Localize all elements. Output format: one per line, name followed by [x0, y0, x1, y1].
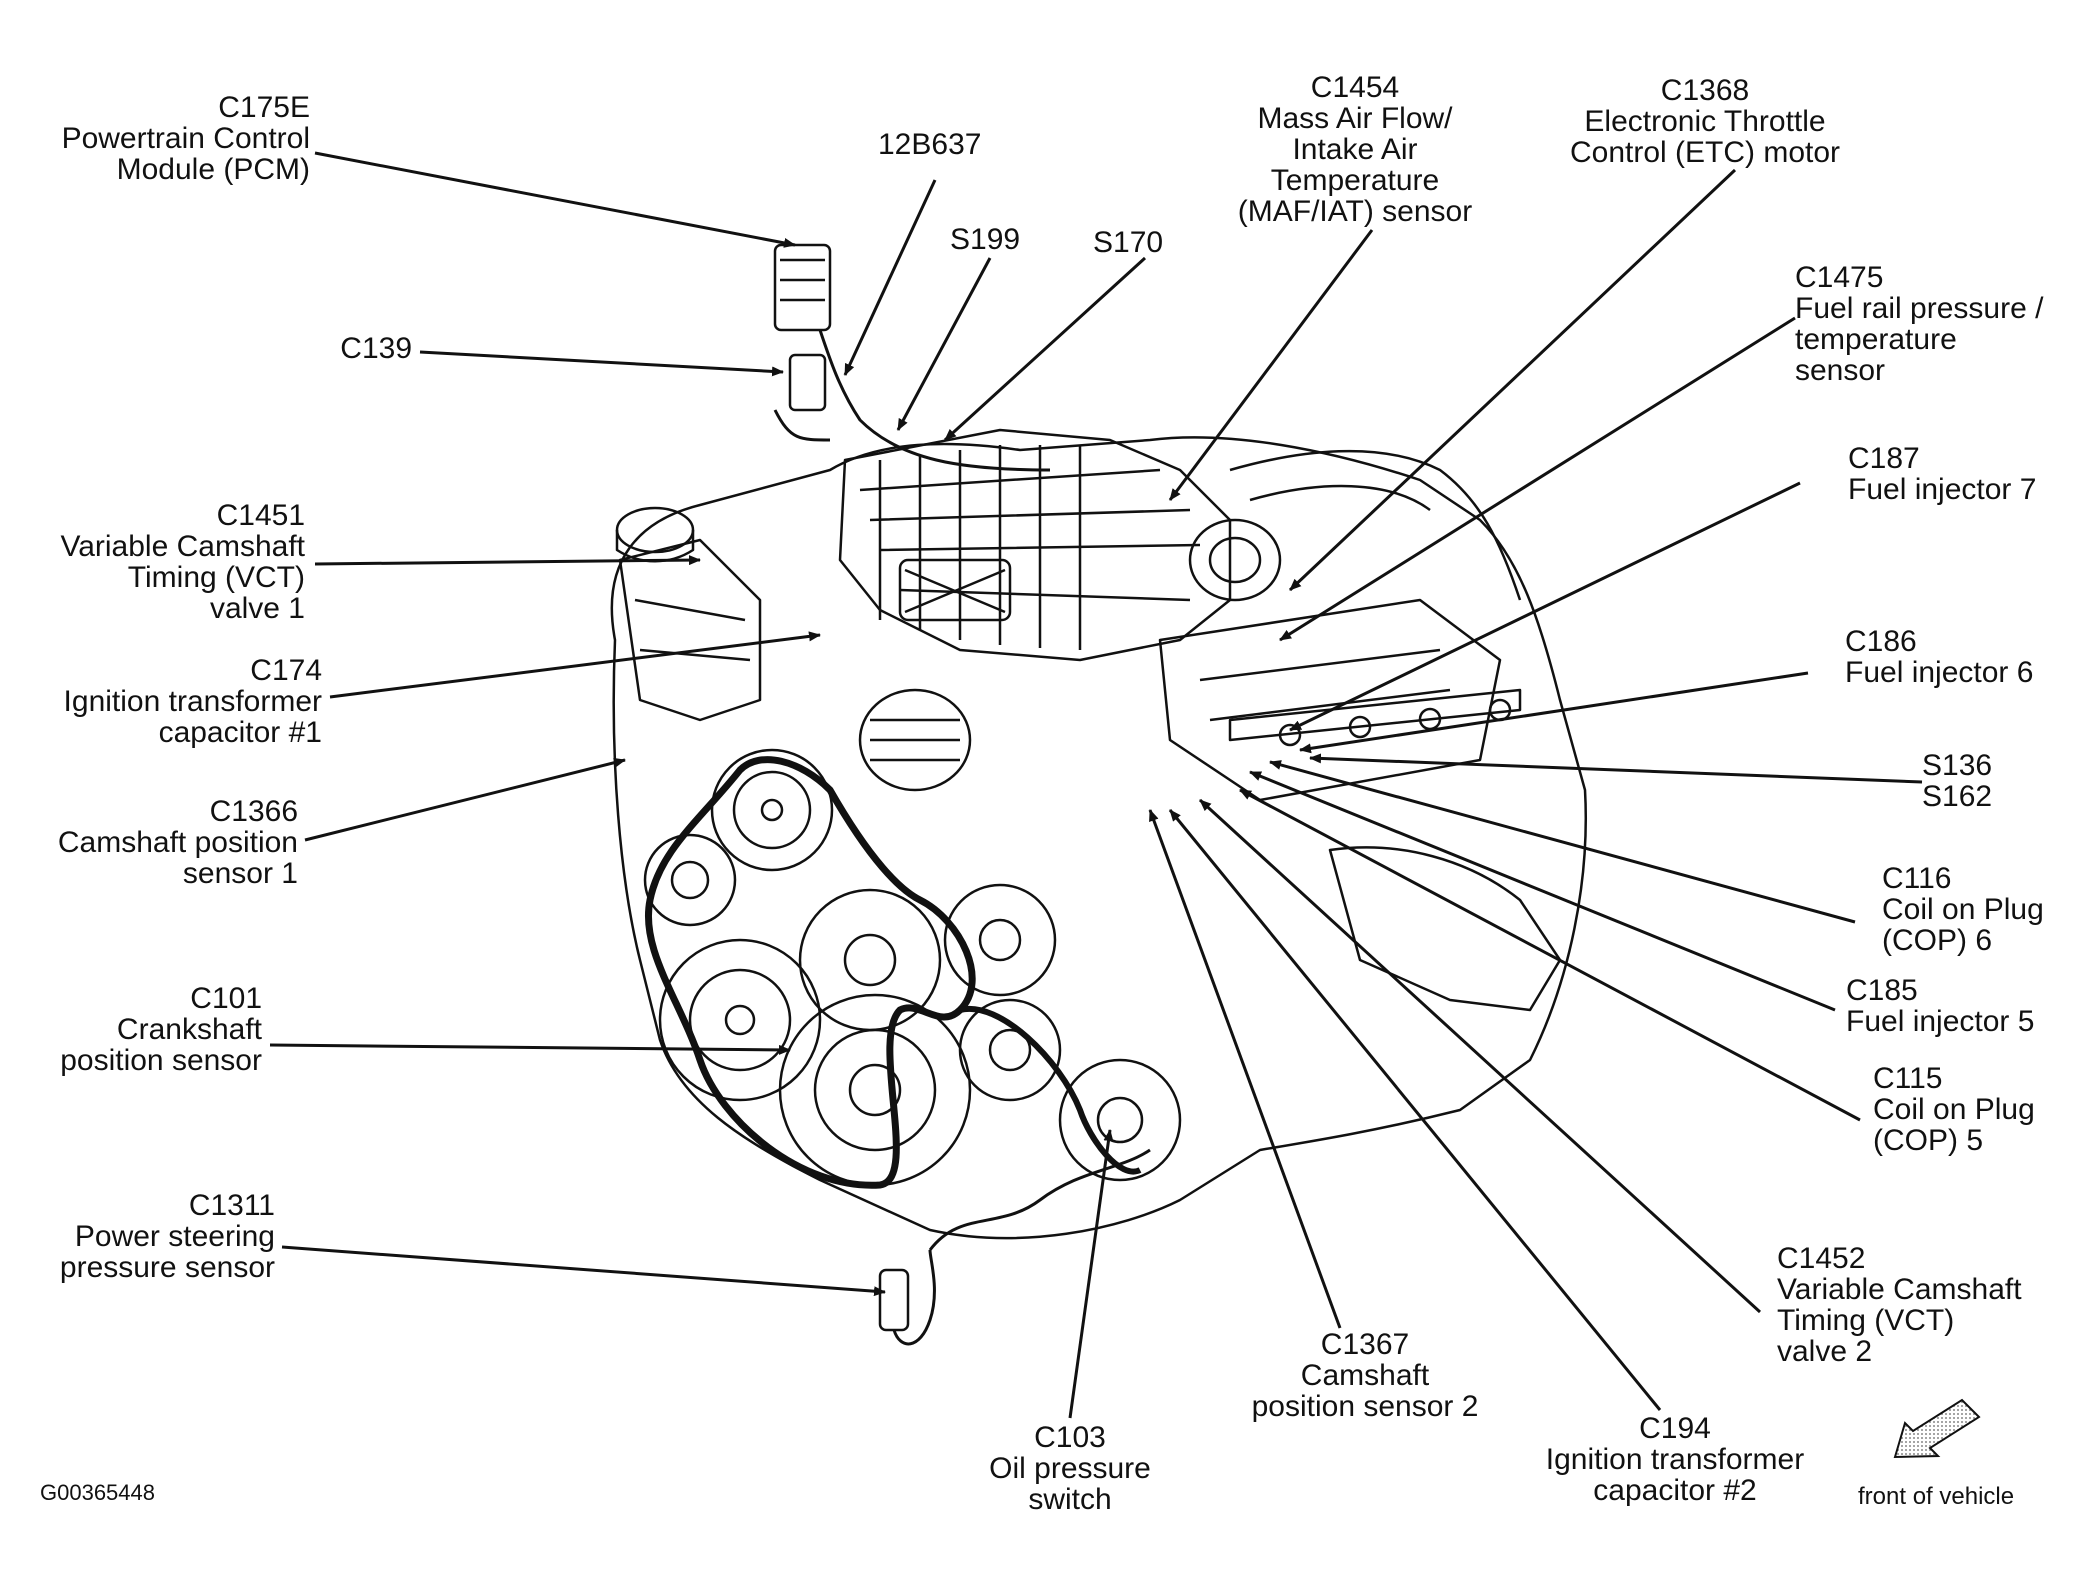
connector-desc: Camshaft [1300, 1359, 1430, 1392]
connector-id: C187 [1848, 442, 1920, 475]
label-c175e: C175E Powertrain Control Module (PCM) [40, 92, 310, 185]
connector-desc: valve 1 [209, 592, 305, 625]
connector-desc: Ignition transformer [63, 685, 322, 718]
connector-desc: Intake Air [1292, 133, 1418, 166]
front-of-vehicle-arrow-icon [1893, 1398, 1981, 1459]
connector-id: C185 [1846, 974, 1918, 1007]
connector-id: C103 [1034, 1421, 1106, 1454]
label-s170: S170 [1093, 227, 1163, 258]
label-c101: C101 Crankshaft position sensor [20, 983, 262, 1076]
connector-desc: sensor 1 [182, 857, 298, 890]
connector-id: C115 [1873, 1062, 1943, 1095]
connector-id: C1367 [1320, 1328, 1410, 1361]
label-c1367: C1367 Camshaft position sensor 2 [1230, 1329, 1500, 1422]
connector-desc: Oil pressure [989, 1452, 1151, 1485]
connector-id: S162 [1922, 780, 1993, 813]
connector-id: C1451 [216, 499, 305, 532]
label-c139: C139 [290, 333, 412, 364]
connector-desc: Powertrain Control [61, 122, 310, 155]
label-c1454: C1454 Mass Air Flow/ Intake Air Temperat… [1210, 72, 1500, 227]
connector-desc: Variable Camshaft [1777, 1273, 2022, 1306]
connector-desc: (MAF/IAT) sensor [1237, 195, 1473, 228]
connector-id: C116 [1882, 862, 1952, 895]
connector-desc: Ignition transformer [1545, 1443, 1805, 1476]
connector-desc: Variable Camshaft [60, 530, 305, 563]
connector-desc: Mass Air Flow/ [1257, 102, 1453, 135]
connector-desc: Fuel injector 6 [1845, 656, 2034, 689]
connector-desc: Timing (VCT) [127, 561, 305, 594]
label-c194: C194 Ignition transformer capacitor #2 [1530, 1413, 1820, 1506]
connector-id: C1366 [209, 795, 298, 828]
connector-desc: Fuel rail pressure / [1795, 292, 2044, 325]
connector-desc: pressure sensor [59, 1251, 275, 1284]
connector-desc: Electronic Throttle [1584, 105, 1826, 138]
engine-block [610, 243, 1587, 1240]
connector-desc: Fuel injector 5 [1846, 1005, 2035, 1038]
connector-desc: Coil on Plug [1882, 893, 2044, 926]
connector-id: C101 [190, 982, 262, 1015]
label-s199: S199 [950, 224, 1020, 255]
label-12b637: 12B637 [878, 129, 981, 160]
connector-desc: Camshaft position [57, 826, 298, 859]
connector-desc: Crankshaft [116, 1013, 262, 1046]
label-s136-s162: S136 S162 [1922, 750, 1992, 812]
connector-id: C1454 [1310, 71, 1400, 104]
connector-id: C1311 [188, 1189, 275, 1222]
label-c1451: C1451 Variable Camshaft Timing (VCT) val… [20, 500, 305, 624]
connector-desc: Control (ETC) motor [1569, 136, 1841, 169]
connector-desc: Coil on Plug [1873, 1093, 2035, 1126]
label-c1311: C1311 Power steering pressure sensor [20, 1190, 275, 1283]
label-c1366: C1366 Camshaft position sensor 1 [20, 796, 298, 889]
figure-id: G00365448 [40, 1480, 155, 1505]
leader-lines [269, 151, 1923, 1419]
connector-desc: Temperature [1270, 164, 1440, 197]
connector-desc: (COP) 6 [1882, 924, 1993, 957]
connector-desc: Module (PCM) [116, 153, 310, 186]
connector-id: C194 [1639, 1412, 1711, 1445]
connector-desc: Timing (VCT) [1777, 1304, 1955, 1337]
label-c103: C103 Oil pressure switch [960, 1422, 1180, 1515]
connector-id: C186 [1845, 625, 1917, 658]
connector-id: C1368 [1660, 74, 1750, 107]
label-c1475: C1475 Fuel rail pressure / temperature s… [1795, 262, 2043, 386]
connector-id: C1475 [1795, 261, 1884, 294]
label-c1368: C1368 Electronic Throttle Control (ETC) … [1555, 75, 1855, 168]
connector-desc: Fuel injector 7 [1848, 473, 2037, 506]
label-c174: C174 Ignition transformer capacitor #1 [20, 655, 322, 748]
connector-desc: position sensor [60, 1044, 262, 1077]
label-c186: C186 Fuel injector 6 [1845, 626, 2033, 688]
connector-id: S136 [1922, 749, 1993, 782]
connector-desc: sensor [1795, 354, 1886, 387]
connector-desc: capacitor #1 [158, 716, 322, 749]
connector-id: C174 [250, 654, 322, 687]
connector-desc: capacitor #2 [1593, 1474, 1757, 1507]
connector-id: S199 [950, 223, 1021, 256]
connector-id: C1452 [1777, 1242, 1866, 1275]
front-of-vehicle-label: front of vehicle [1858, 1483, 2015, 1510]
connector-id: C139 [340, 332, 412, 365]
label-c185: C185 Fuel injector 5 [1846, 975, 2034, 1037]
label-c116: C116 Coil on Plug (COP) 6 [1882, 863, 2044, 956]
connector-desc: (COP) 5 [1873, 1124, 1984, 1157]
connector-id: C175E [218, 91, 310, 124]
label-c1452: C1452 Variable Camshaft Timing (VCT) val… [1777, 1243, 2022, 1367]
label-c187: C187 Fuel injector 7 [1848, 443, 2036, 505]
connector-desc: Power steering [74, 1220, 275, 1253]
connector-desc: switch [1028, 1483, 1112, 1516]
accessory-drive [643, 688, 1182, 1189]
connector-id: S170 [1093, 226, 1164, 259]
connector-desc: valve 2 [1777, 1335, 1873, 1368]
connector-desc: temperature [1795, 323, 1957, 356]
connector-desc: position sensor 2 [1251, 1390, 1479, 1423]
label-c115: C115 Coil on Plug (COP) 5 [1873, 1063, 2035, 1156]
power-steering-sensor [878, 1148, 1151, 1346]
connector-id: 12B637 [878, 128, 982, 161]
